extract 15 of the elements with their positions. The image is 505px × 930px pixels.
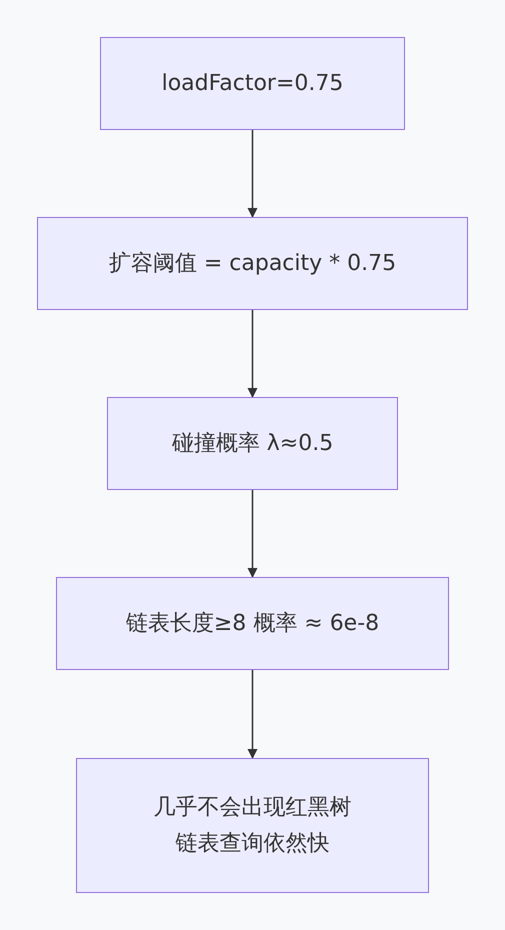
process-box bbox=[37, 217, 468, 310]
arrow bbox=[248, 490, 258, 578]
box-label: 扩容阈值 = capacity * 0.75 bbox=[108, 250, 396, 278]
arrow bbox=[248, 130, 258, 218]
process-box bbox=[107, 397, 398, 490]
process-box bbox=[76, 758, 429, 893]
box-label: 几乎不会出现红黑树 bbox=[154, 794, 352, 822]
box-label: 链表查询依然快 bbox=[176, 830, 330, 858]
process-box bbox=[100, 37, 405, 130]
box-label: loadFactor=0.75 bbox=[162, 70, 344, 98]
box-label: 链表长度≥8 概率 ≈ 6e-8 bbox=[126, 610, 380, 638]
arrow bbox=[248, 670, 258, 759]
arrow bbox=[248, 310, 258, 398]
process-box bbox=[56, 577, 449, 670]
box-label: 碰撞概率 λ≈0.5 bbox=[172, 430, 334, 458]
